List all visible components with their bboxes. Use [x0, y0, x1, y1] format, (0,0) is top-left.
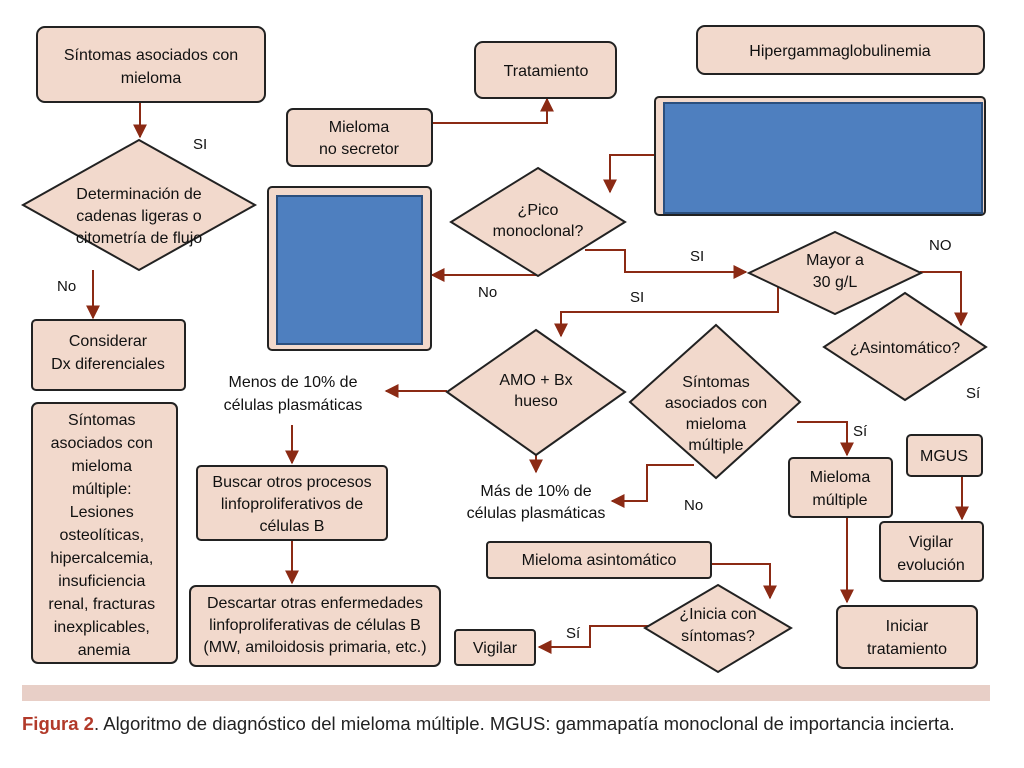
figure-caption-text: . Algoritmo de diagnóstico del mieloma m… — [93, 713, 955, 734]
edge-label-no-mayor: NO — [929, 237, 952, 254]
node-considerar — [31, 319, 186, 391]
placeholder-blue-top-right — [663, 102, 983, 214]
arrow-sintomas-mm-si — [797, 421, 854, 457]
arrow-no-secretor-to-tratamiento — [433, 97, 554, 124]
arrow-pico-si-to-mayor30 — [585, 249, 748, 279]
edge-label-no-sintomas-mm: No — [684, 497, 703, 514]
node-vigilar-evolucion — [879, 521, 984, 582]
decision-mayor-30 — [746, 230, 924, 316]
node-descartar — [189, 585, 441, 667]
arrow-asintomatico-to-inicia — [712, 563, 777, 600]
node-mieloma-multiple — [788, 457, 893, 518]
node-mieloma-asintomatico-label: Mieloma asintomático — [522, 552, 677, 569]
caption-divider — [22, 685, 990, 701]
decision-pico-monoclonal — [449, 166, 627, 278]
decision-asintomatico-label: ¿Asintomático? — [850, 340, 960, 357]
edge-label-si-mayor: SI — [630, 289, 644, 306]
decision-asintomatico — [822, 291, 988, 402]
arrow-sintomas-mm-no — [610, 464, 694, 508]
edge-label-si-pico: SI — [690, 248, 704, 265]
figure-caption: Figura 2. Algoritmo de diagnóstico del m… — [22, 712, 997, 736]
arrow-mayor30-si-to-amo — [554, 285, 779, 338]
node-tratamiento-label: Tratamiento — [504, 63, 589, 80]
node-hipergammaglobulinemia — [696, 25, 985, 75]
edge-label-si-inicia: Sí — [566, 625, 581, 642]
node-vigilar-label: Vigilar — [473, 640, 518, 657]
edge-label-si-determinacion: SI — [193, 136, 207, 153]
arrow-inicia-si-to-vigilar — [537, 625, 655, 654]
node-hipergammaglobulinemia-label: Hipergammaglobulinemia — [749, 43, 931, 60]
placeholder-blue-left — [276, 195, 423, 345]
node-buscar — [196, 465, 388, 541]
connectors — [86, 97, 969, 654]
node-sintomas-list-label: Síntomas asociados con mieloma múltiple:… — [48, 412, 159, 659]
node-sintomas-mieloma — [36, 26, 266, 103]
node-iniciar-tratamiento — [836, 605, 978, 669]
arrow-hipergamma-to-pico — [603, 154, 657, 194]
arrow-mayor30-no-to-asintomatico — [920, 271, 968, 327]
figure-label: Figura 2 — [22, 713, 94, 734]
node-mieloma-no-secretor — [286, 108, 433, 167]
edge-label-no-determinacion: No — [57, 278, 76, 295]
node-vigilar — [454, 629, 536, 666]
node-sintomas-list — [31, 402, 178, 664]
edge-label-no-pico: No — [478, 284, 497, 301]
node-mgus-label: MGUS — [920, 448, 968, 465]
edge-label-si-asintomatico: Sí — [966, 385, 981, 402]
decision-inicia-sintomas — [643, 583, 793, 674]
decision-sintomas-mm — [628, 323, 802, 480]
edge-label-si-sintomas-mm: Sí — [853, 423, 868, 440]
node-mgus — [906, 434, 983, 477]
decision-determinacion — [20, 138, 258, 272]
node-mieloma-asintomatico — [486, 541, 712, 579]
decision-amo — [445, 328, 627, 457]
node-tratamiento — [474, 41, 617, 99]
